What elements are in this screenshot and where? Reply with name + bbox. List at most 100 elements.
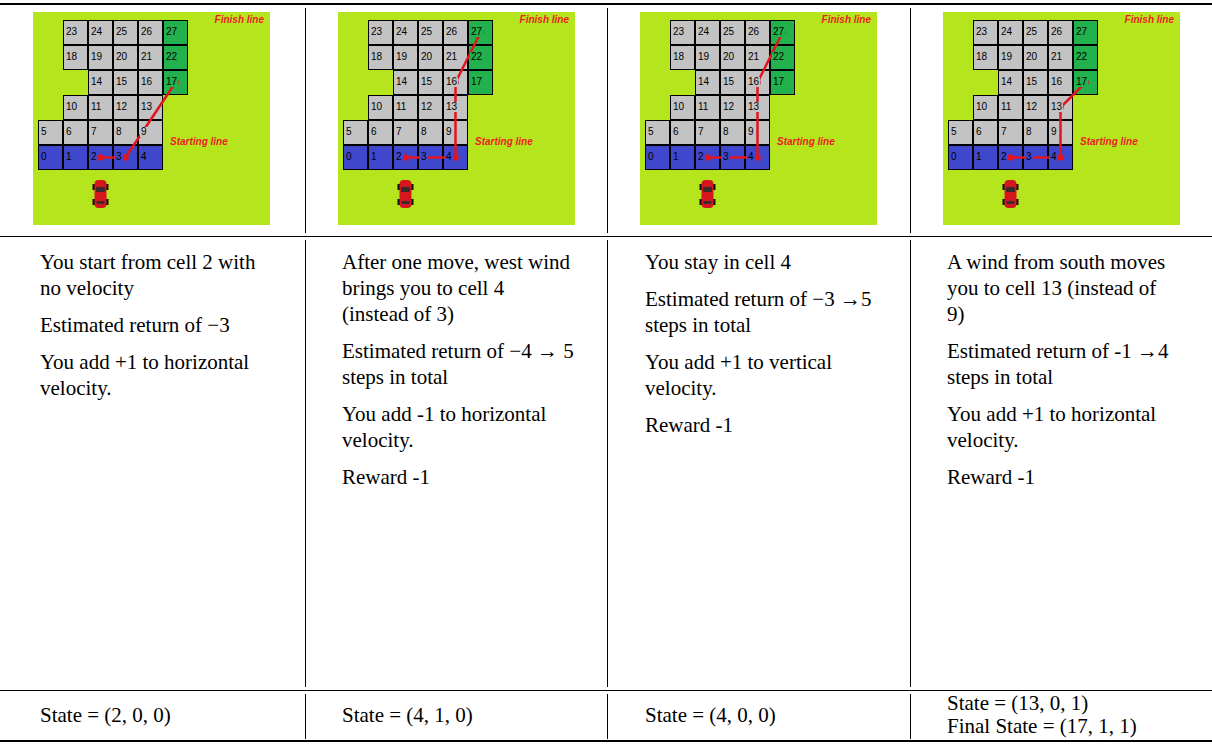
track-cell: 6 [973,120,998,145]
track-cell: 2 [998,145,1023,170]
cell-number: 26 [140,27,153,37]
track-cell: 20 [720,45,745,70]
trajectory-dot [402,154,408,160]
description-column: You start from cell 2 with no velocityEs… [40,249,272,412]
trajectory-dot [172,79,178,85]
cell-number: 5 [950,127,958,137]
track-cell: 14 [998,70,1023,95]
trajectory-dot [704,154,710,160]
track-cell: 13 [745,95,770,120]
track-cell: 1 [63,145,88,170]
track-cell: 27 [770,20,795,45]
description-text: You add +1 to horizontal velocity. [947,401,1179,453]
trajectory-dot [1007,154,1013,160]
track-cell: 15 [113,70,138,95]
track-cell: 19 [88,45,113,70]
starting-line-label: Starting line [777,136,835,147]
cell-number: 3 [420,152,428,162]
track-cell: 7 [695,120,720,145]
cell-number: 11 [697,102,709,112]
description-text: You add +1 to horizontal velocity. [40,349,272,401]
cell-number: 22 [470,52,483,62]
cell-number: 16 [1050,77,1063,87]
cell-number: 13 [445,102,458,112]
starting-line-label: Starting line [170,136,228,147]
description-text: A wind from south moves you to cell 13 (… [947,249,1179,327]
description-text: Reward -1 [947,464,1179,490]
cell-number: 6 [672,127,680,137]
track-cell: 24 [393,20,418,45]
track-cell: 16 [1048,70,1073,95]
trajectory-dot [452,154,458,160]
track-cell: 17 [1073,70,1098,95]
track-cell: 27 [1073,20,1098,45]
track-cell: 12 [1023,95,1048,120]
starting-line-label: Starting line [475,136,533,147]
cell-number: 18 [65,52,78,62]
cell-number: 6 [370,127,378,137]
track-cell: 17 [163,70,188,95]
track-cell: 12 [720,95,745,120]
cell-number: 23 [672,27,685,37]
track-cell: 9 [138,120,163,145]
trajectory-line [406,33,481,158]
cell-number: 21 [1050,52,1063,62]
track-cell: 22 [1073,45,1098,70]
track-cell: 23 [670,20,695,45]
description-text: Estimated return of -1 →4 steps in total [947,338,1179,390]
trajectory-line [101,83,176,158]
cell-number: 9 [747,127,755,137]
state-column: State = (4, 1, 0) [342,704,574,727]
description-column: You stay in cell 4Estimated return of −3… [645,249,877,449]
cell-number: 23 [370,27,383,37]
cell-number: 8 [1025,127,1033,137]
column-rule [910,8,911,233]
state-column: State = (4, 0, 0) [645,704,877,727]
cell-number: 0 [647,152,655,162]
cell-number: 18 [975,52,988,62]
cell-number: 15 [722,77,735,87]
track-cell: 20 [418,45,443,70]
track-cell: 16 [138,70,163,95]
cell-number: 11 [90,102,102,112]
state-text: Final State = (17, 1, 1) [947,715,1179,738]
track-cell: 19 [695,45,720,70]
track-cell: 23 [368,20,393,45]
trajectory-illustration [640,12,877,225]
cell-number: 11 [1000,102,1012,112]
cell-number: 26 [445,27,458,37]
cell-number: 5 [345,127,353,137]
track-cell: 17 [770,70,795,95]
track-cell: 5 [645,120,670,145]
track-cell: 22 [163,45,188,70]
cell-number: 25 [722,27,735,37]
track-cell: 25 [113,20,138,45]
cell-number: 25 [1025,27,1038,37]
description-text: Estimated return of −3 [40,312,272,338]
track-cell: 11 [695,95,720,120]
cell-number: 10 [65,102,78,112]
cell-number: 1 [65,152,73,162]
cell-number: 5 [40,127,48,137]
description-text: You add -1 to horizontal velocity. [342,401,574,453]
state-text: State = (4, 0, 0) [645,704,877,727]
trajectory-line [1011,83,1086,158]
track-cell: 3 [113,145,138,170]
cell-number: 25 [420,27,433,37]
column-rule [305,8,306,233]
description-text: Reward -1 [645,412,877,438]
track-cell: 18 [63,45,88,70]
track-cell: 12 [418,95,443,120]
finish-line-label: Finish line [1125,14,1174,25]
track-cell: 26 [745,20,770,45]
cell-number: 9 [140,127,148,137]
cell-number: 8 [420,127,428,137]
cell-number: 7 [1000,127,1008,137]
track-cell: 24 [998,20,1023,45]
trajectory-dot [1082,79,1088,85]
track-cell: 6 [670,120,695,145]
cell-number: 23 [65,27,78,37]
track-cell: 26 [443,20,468,45]
cell-number: 22 [1075,52,1088,62]
